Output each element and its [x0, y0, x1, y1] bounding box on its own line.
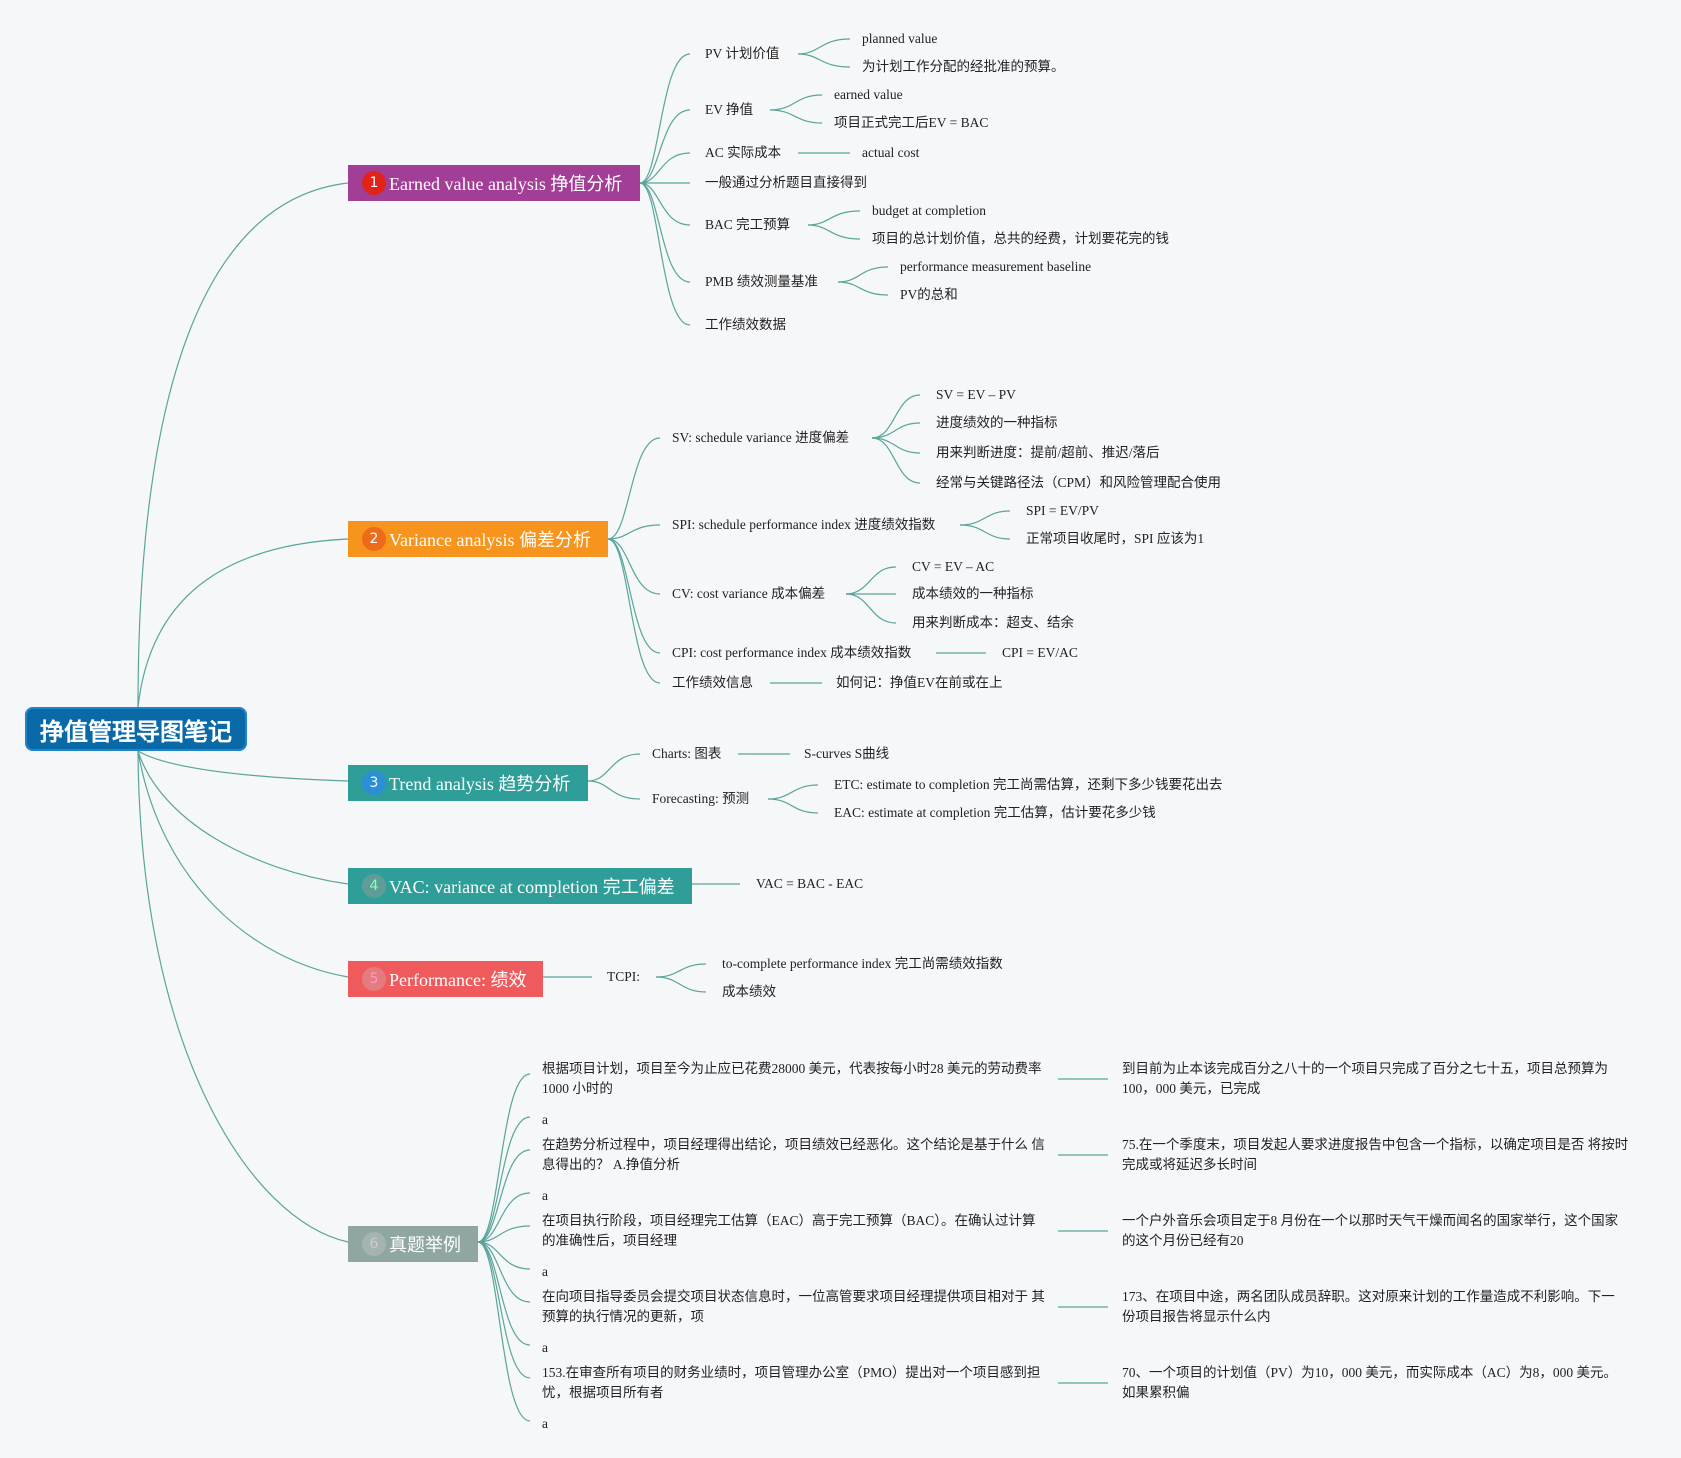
- node-sv-desc[interactable]: 进度绩效的一种指标: [936, 415, 1058, 430]
- node-work-info[interactable]: 工作绩效信息: [672, 675, 753, 690]
- topic-number-badge: 4: [362, 874, 386, 898]
- topic-label: Variance analysis 偏差分析: [389, 530, 591, 550]
- answer-item[interactable]: a: [542, 1112, 548, 1127]
- question-detail[interactable]: 70、一个项目的计划值（PV）为10，000 美元，而实际成本（AC）为8，00…: [1122, 1365, 1618, 1400]
- question-item[interactable]: 在项目执行阶段，项目经理完工估算（EAC）高于完工预算（BAC）。在确认过计算 …: [542, 1213, 1036, 1248]
- node-work-data[interactable]: 工作绩效数据: [705, 317, 786, 332]
- question-detail[interactable]: 75.在一个季度末，项目发起人要求进度报告中包含一个指标，以确定项目是否 将按时…: [1122, 1137, 1629, 1172]
- topic-number-badge: 1: [362, 171, 386, 195]
- node-cpi-formula[interactable]: CPI = EV/AC: [1002, 645, 1078, 660]
- topic-trend-analysis[interactable]: 3 Trend analysis 趋势分析: [348, 765, 588, 801]
- topic-label: Performance: 绩效: [389, 970, 527, 990]
- node-cv-desc[interactable]: 成本绩效的一种指标: [912, 586, 1034, 601]
- question-item[interactable]: 在趋势分析过程中，项目经理得出结论，项目绩效已经恶化。这个结论是基于什么 信息得…: [542, 1137, 1045, 1172]
- question-detail[interactable]: 一个户外音乐会项目定于8 月份在一个以那时天气干燥而闻名的国家举行，这个国家 的…: [1122, 1213, 1619, 1248]
- node-sv-formula[interactable]: SV = EV – PV: [936, 387, 1016, 402]
- node-forecasting[interactable]: Forecasting: 预测: [652, 791, 750, 806]
- node-eac[interactable]: EAC: estimate at completion 完工估算，估计要花多少钱: [834, 805, 1156, 820]
- topic-number-badge: 3: [362, 771, 386, 795]
- node-work-info-tip[interactable]: 如何记：挣值EV在前或在上: [836, 675, 1003, 690]
- node-bac-en[interactable]: budget at completion: [872, 203, 986, 218]
- question-item[interactable]: 153.在审查所有项目的财务业绩时，项目管理办公室（PMO）提出对一个项目感到担…: [542, 1365, 1041, 1400]
- node-tcpi-en[interactable]: to-complete performance index 完工尚需绩效指数: [722, 956, 1003, 971]
- node-cpi[interactable]: CPI: cost performance index 成本绩效指数: [672, 645, 912, 660]
- node-sv-judge[interactable]: 用来判断进度：提前/超前、推迟/落后: [936, 445, 1160, 460]
- topic-number-badge: 5: [362, 967, 386, 991]
- question-item[interactable]: 根据项目计划，项目至今为止应已花费28000 美元，代表按每小时28 美元的劳动…: [542, 1061, 1042, 1096]
- topic-earned-value-analysis[interactable]: 1 Earned value analysis 挣值分析: [348, 165, 640, 201]
- node-ac-note[interactable]: 一般通过分析题目直接得到: [705, 175, 867, 190]
- node-pmb-en[interactable]: performance measurement baseline: [900, 259, 1092, 274]
- topic-performance[interactable]: 5 Performance: 绩效: [348, 961, 543, 997]
- topic-number-badge: 2: [362, 527, 386, 551]
- node-spi[interactable]: SPI: schedule performance index 进度绩效指数: [672, 517, 936, 532]
- topic-vac[interactable]: 4 VAC: variance at completion 完工偏差: [348, 868, 692, 904]
- root-topic[interactable]: 挣值管理导图笔记: [25, 707, 247, 751]
- question-detail[interactable]: 173、在项目中途，两名团队成员辞职。这对原来计划的工作量造成不利影响。下一份项…: [1122, 1289, 1615, 1324]
- node-sv[interactable]: SV: schedule variance 进度偏差: [672, 430, 850, 445]
- question-item[interactable]: 在向项目指导委员会提交项目状态信息时，一位高管要求项目经理提供项目相对于 其预算…: [542, 1289, 1045, 1324]
- node-ac-en[interactable]: actual cost: [862, 145, 920, 160]
- node-ev-def[interactable]: 项目正式完工后EV = BAC: [834, 115, 989, 130]
- node-pv[interactable]: PV 计划价值: [705, 46, 780, 61]
- node-cv[interactable]: CV: cost variance 成本偏差: [672, 586, 826, 601]
- topic-label: 真题举例: [389, 1235, 461, 1255]
- topic-exam-examples[interactable]: 6 真题举例: [348, 1226, 478, 1262]
- answer-item[interactable]: a: [542, 1188, 548, 1203]
- node-tcpi[interactable]: TCPI:: [607, 969, 641, 984]
- topic-number-badge: 6: [362, 1232, 386, 1256]
- node-etc[interactable]: ETC: estimate to completion 完工尚需估算，还剩下多少…: [834, 777, 1223, 792]
- node-tcpi-desc[interactable]: 成本绩效: [722, 984, 776, 999]
- node-pmb-def[interactable]: PV的总和: [900, 287, 958, 302]
- node-sv-cpm[interactable]: 经常与关键路径法（CPM）和风险管理配合使用: [936, 475, 1222, 490]
- answer-item[interactable]: a: [542, 1264, 548, 1279]
- node-spi-formula[interactable]: SPI = EV/PV: [1026, 503, 1099, 518]
- topic-label: VAC: variance at completion 完工偏差: [389, 877, 675, 897]
- node-ev[interactable]: EV 挣值: [705, 102, 754, 117]
- node-pv-def[interactable]: 为计划工作分配的经批准的预算。: [862, 59, 1065, 74]
- node-s-curves[interactable]: S-curves S曲线: [804, 746, 890, 761]
- node-charts[interactable]: Charts: 图表: [652, 746, 722, 761]
- topic-label: Trend analysis 趋势分析: [389, 774, 571, 794]
- node-ac[interactable]: AC 实际成本: [705, 145, 782, 160]
- node-bac[interactable]: BAC 完工预算: [705, 217, 791, 232]
- node-spi-desc[interactable]: 正常项目收尾时，SPI 应该为1: [1026, 531, 1205, 546]
- node-cv-judge[interactable]: 用来判断成本：超支、结余: [912, 615, 1074, 630]
- node-pv-en[interactable]: planned value: [862, 31, 938, 46]
- topic-variance-analysis[interactable]: 2 Variance analysis 偏差分析: [348, 521, 608, 557]
- node-vac-formula[interactable]: VAC = BAC - EAC: [756, 876, 864, 891]
- node-bac-def[interactable]: 项目的总计划价值，总共的经费，计划要花完的钱: [872, 231, 1169, 246]
- node-ev-en[interactable]: earned value: [834, 87, 903, 102]
- answer-item[interactable]: a: [542, 1416, 548, 1431]
- node-cv-formula[interactable]: CV = EV – AC: [912, 559, 995, 574]
- answer-item[interactable]: a: [542, 1340, 548, 1355]
- topic-label: Earned value analysis 挣值分析: [389, 174, 623, 194]
- question-detail[interactable]: 到目前为止本该完成百分之八十的一个项目只完成了百分之七十五，项目总预算为100，…: [1122, 1061, 1608, 1096]
- node-pmb[interactable]: PMB 绩效测量基准: [705, 274, 818, 289]
